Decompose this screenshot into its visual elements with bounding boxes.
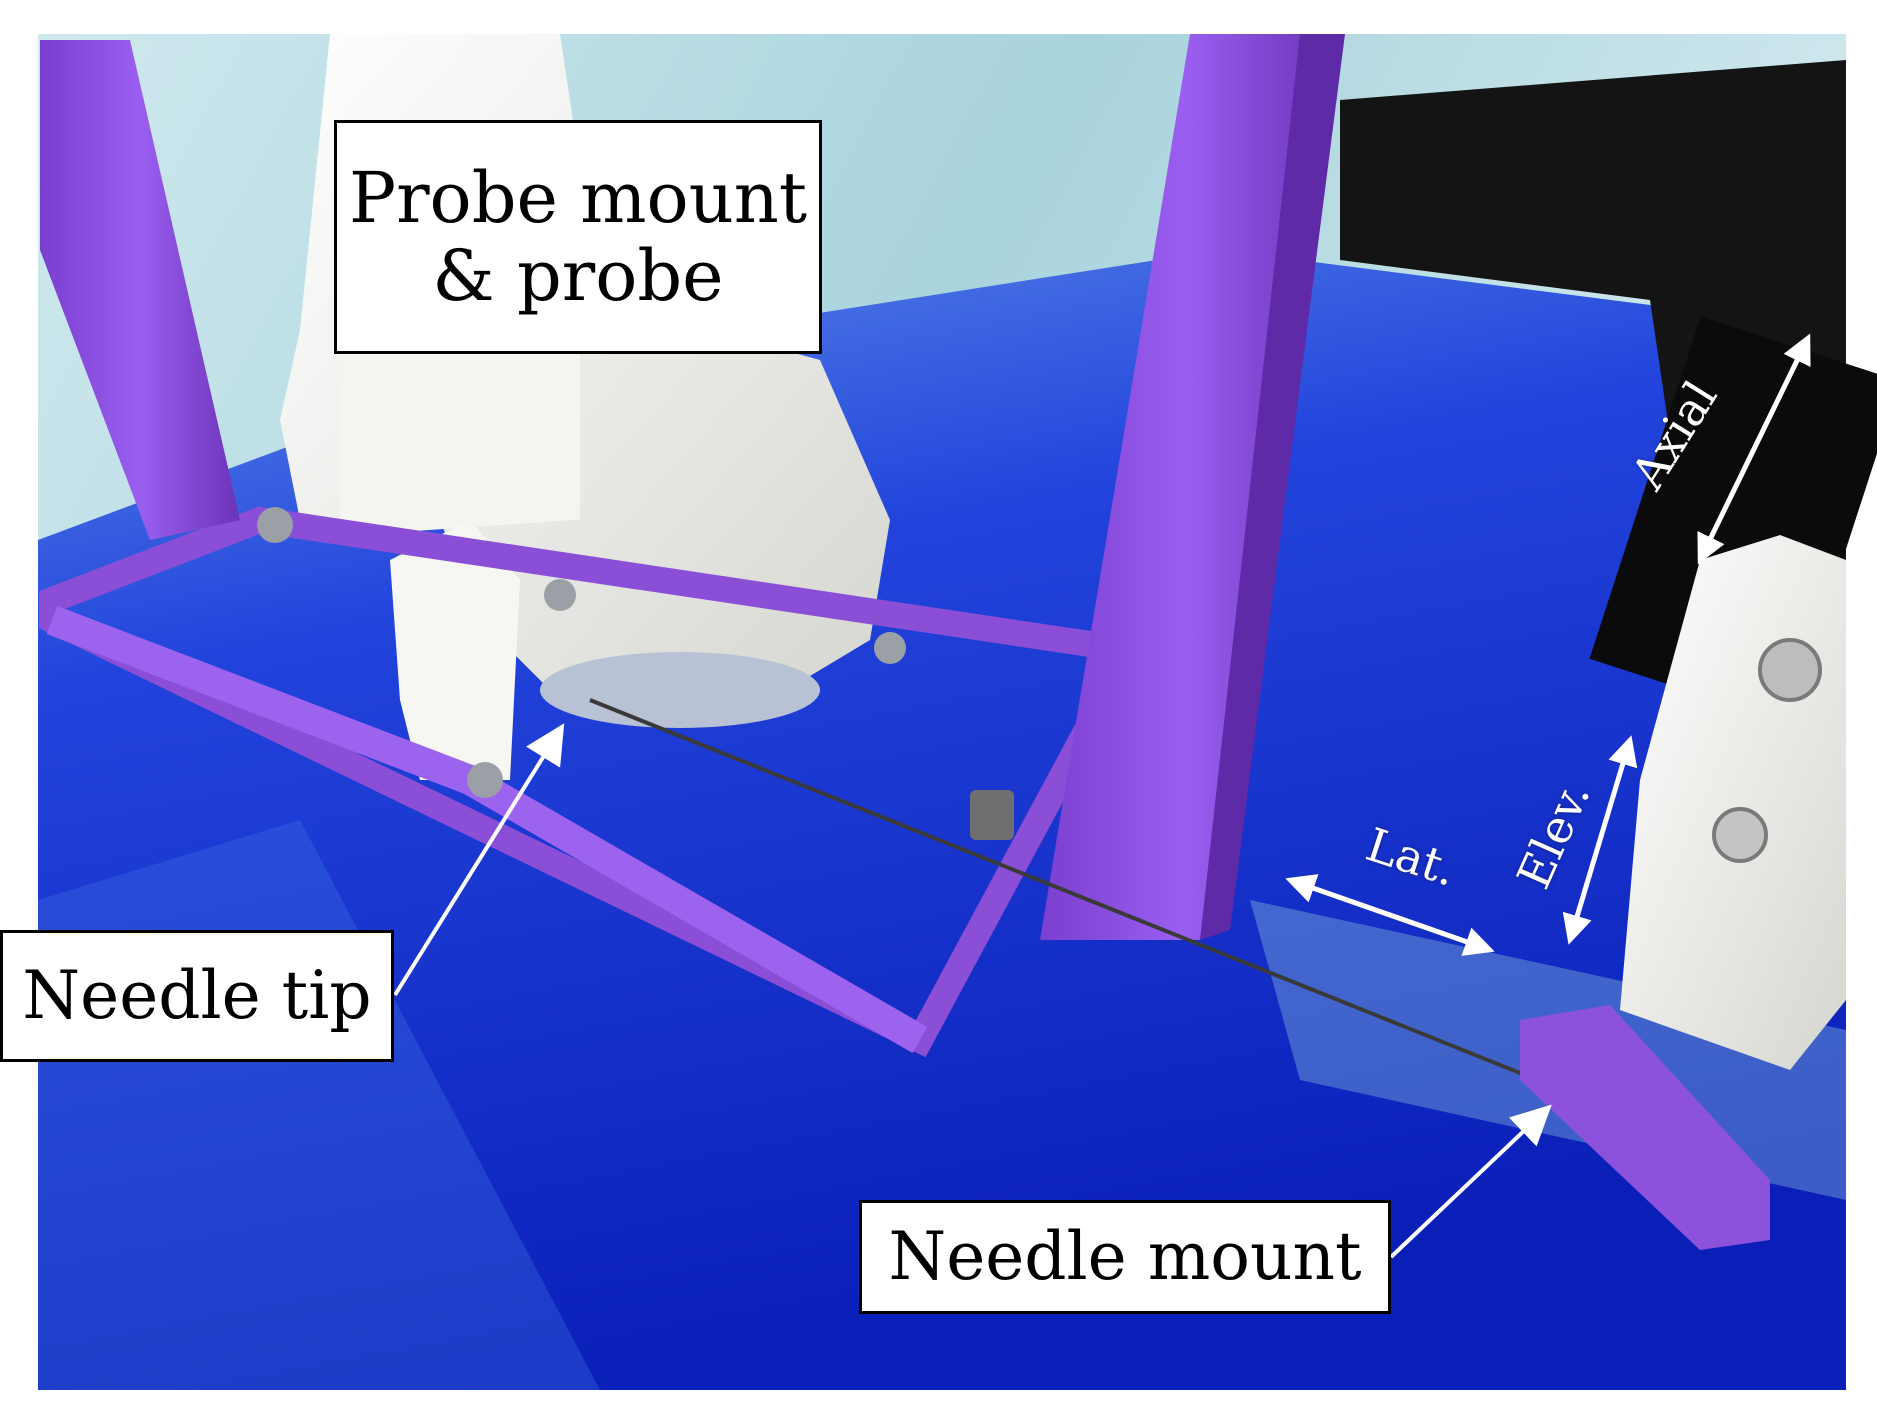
probe-mount-plate xyxy=(340,339,580,537)
needle-tip-text: Needle tip xyxy=(22,957,372,1035)
probe-label-line1: Probe mount xyxy=(348,156,807,239)
needle-mount-body xyxy=(1520,1005,1770,1250)
elevation-arrow xyxy=(1562,735,1638,945)
purple-column-side xyxy=(1200,34,1345,940)
purple-column xyxy=(1040,34,1330,940)
purple-frame xyxy=(39,506,1151,1058)
probe-mount-label: Probe mount & probe xyxy=(334,120,822,354)
probe-tip xyxy=(540,652,820,728)
purple-leg-left xyxy=(40,40,240,540)
axial-arrow xyxy=(1697,333,1811,565)
nut xyxy=(257,507,293,543)
bolt xyxy=(1758,638,1822,702)
needle xyxy=(589,698,1551,1087)
nut xyxy=(544,579,576,611)
nut xyxy=(874,632,906,664)
nut xyxy=(467,762,503,798)
needle-mount-arrow xyxy=(1389,1104,1552,1259)
probe-clamp xyxy=(390,520,520,780)
bolt xyxy=(1712,807,1768,863)
needle-tip-arrow xyxy=(393,723,565,997)
needle-mount-label: Needle mount xyxy=(859,1200,1391,1314)
needle-mount-text: Needle mount xyxy=(888,1218,1362,1296)
nut xyxy=(970,790,1014,840)
lateral-arrow xyxy=(1285,874,1495,956)
needle-tip-label: Needle tip xyxy=(0,930,394,1062)
probe-label-line2: & probe xyxy=(432,235,724,317)
